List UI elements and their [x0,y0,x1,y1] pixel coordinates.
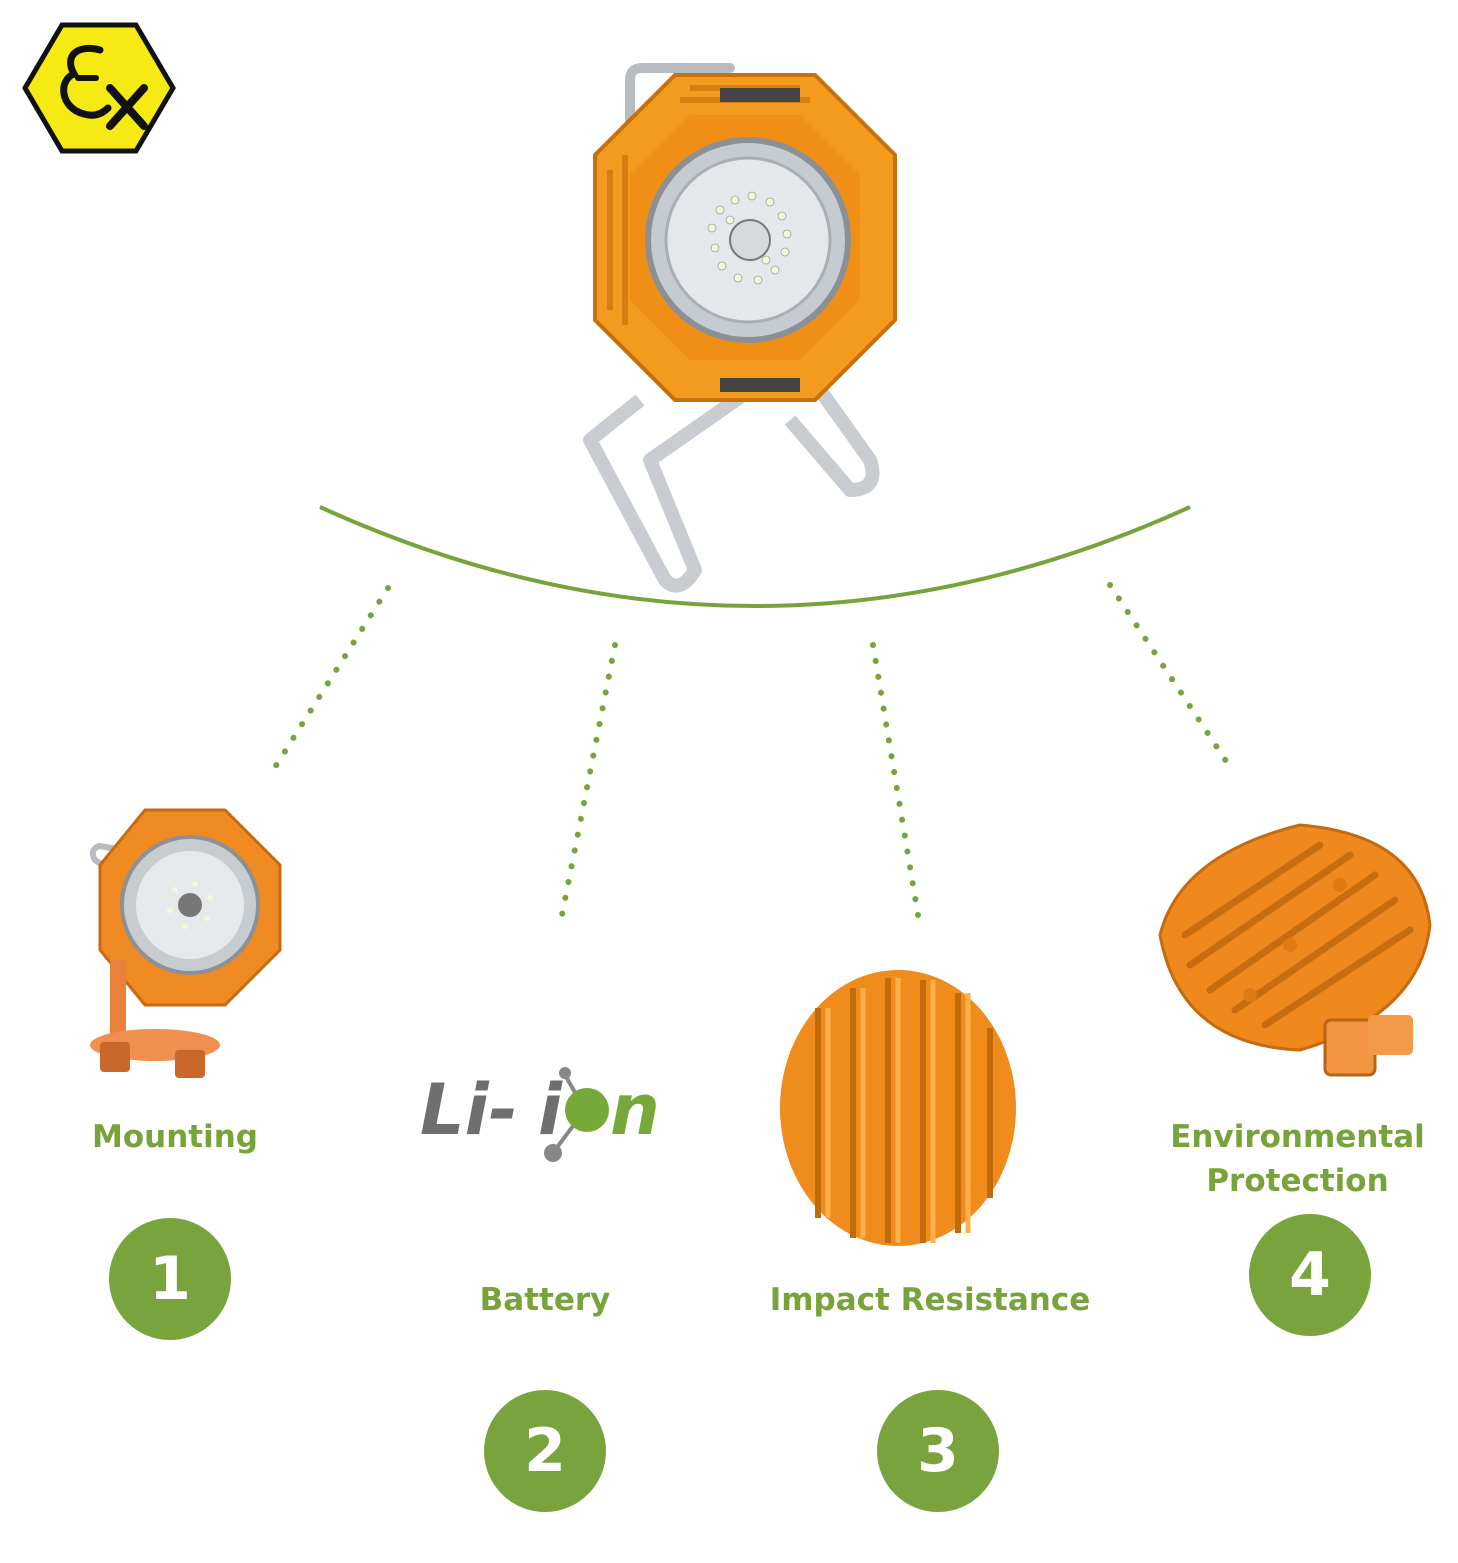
li-ion-text-part2: i [538,1069,562,1151]
atex-ex-hexagon-icon [22,22,176,154]
feature-3-label: Impact Resistance [769,1282,1091,1318]
li-ion-atom-icon [544,1067,609,1162]
sealed-housing-image [1158,823,1432,1077]
li-ion-text-part3: n [610,1069,660,1151]
portable-floodlight-image [583,63,897,593]
feature-1-label: Mounting [92,1119,258,1155]
connector-arc [319,505,1191,608]
mounting-bracket-image [89,808,282,1078]
feature-3-badge: 3 [877,1390,999,1512]
feature-4-label: Environmental Protection [1150,1115,1445,1203]
feature-2-badge: 2 [484,1390,606,1512]
feature-4-label-line2: Protection [1206,1163,1389,1199]
feature-1-badge: 1 [109,1218,231,1340]
feature-4-badge: 4 [1249,1214,1371,1336]
feature-4-label-line1: Environmental [1170,1119,1425,1155]
li-ion-text-part1: Li- [420,1069,518,1151]
feature-2-label: Battery [479,1282,611,1318]
heatsink-closeup-image [780,970,1016,1246]
li-ion-logo: Li- i n [420,1065,680,1165]
